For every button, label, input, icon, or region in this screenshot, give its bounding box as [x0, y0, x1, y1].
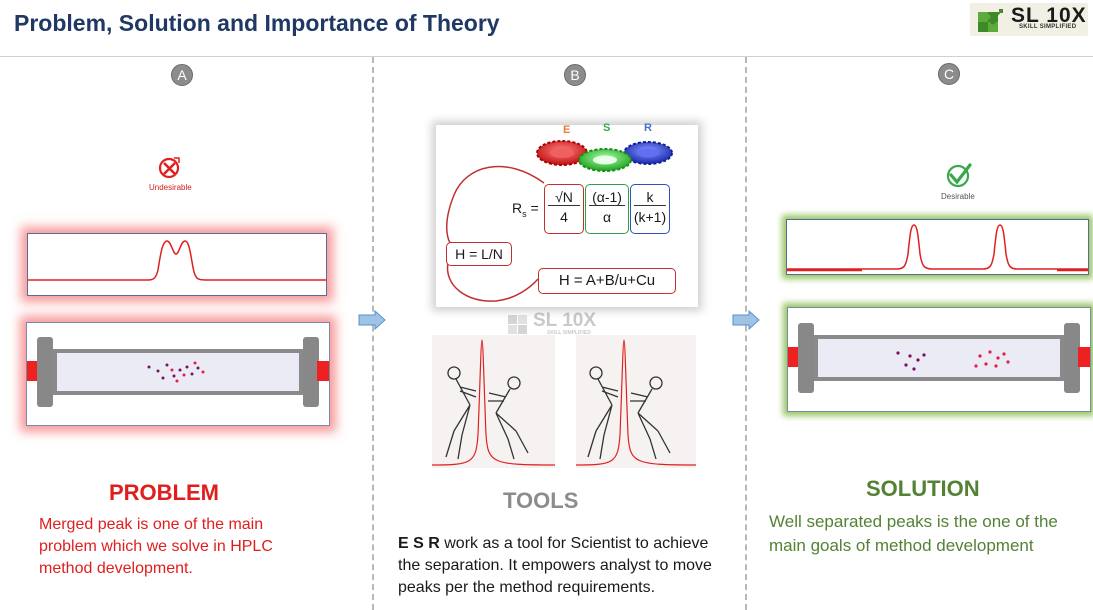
retention-numerator: k [634, 189, 666, 206]
van-deemter-equation: H = A+B/u+Cu [538, 268, 676, 294]
retention-term: k (k+1) [630, 184, 670, 234]
analyte-dots-group-2 [974, 350, 1010, 368]
watermark-puzzle-icon [508, 315, 527, 334]
problem-description: Merged peak is one of the main problem w… [39, 514, 273, 580]
watermark-text: SL 10X [533, 310, 597, 331]
letter-s: S [603, 122, 611, 134]
solution-line: main goals of method development [769, 536, 1034, 555]
letter-e: E [563, 124, 571, 136]
pushing-figures-left [431, 335, 556, 468]
page-title: Problem, Solution and Importance of Theo… [14, 10, 500, 36]
merged-peak-trace [28, 240, 326, 281]
esr-equation-panel: E S R Rs = √N 4 (α-1) α k (k+1) H = L/N … [436, 122, 698, 307]
problem-heading: PROBLEM [109, 480, 219, 505]
selectivity-term: (α-1) α [585, 184, 629, 234]
letter-r: R [644, 122, 652, 134]
logo-subtitle: SKILL SIMPLIFIED [1019, 24, 1077, 30]
analyte-dots-merged [147, 363, 200, 380]
rs-symbol: Rs = [512, 200, 539, 219]
selectivity-denominator: α [602, 209, 612, 225]
stick-figures-left [445, 366, 529, 460]
peak-left-trace [431, 339, 556, 466]
divider-right [745, 57, 747, 610]
tools-description: E S R work as a tool for Scientist to ac… [398, 533, 712, 599]
problem-line: Merged peak is one of the main [39, 516, 264, 533]
solution-description: Well separated peaks is the one of the m… [769, 510, 1058, 558]
rs-subscript: s [522, 208, 527, 219]
efficiency-numerator: √N [548, 189, 580, 206]
brand-logo: SL 10X SKILL SIMPLIFIED [970, 3, 1088, 36]
solution-line: Well separated peaks is the one of the [769, 512, 1058, 531]
tools-line: peaks per the method requirements. [398, 579, 656, 596]
retention-denominator: (k+1) [633, 209, 667, 225]
pushing-figures-right [575, 335, 697, 468]
selectivity-numerator: (α-1) [589, 189, 625, 206]
arrow-right-icon [358, 310, 386, 330]
separated-peaks-trace [787, 224, 1088, 270]
separated-chromatogram [786, 219, 1089, 275]
tools-heading: TOOLS [503, 488, 579, 513]
header-divider [0, 56, 1093, 57]
divider-left [372, 57, 374, 610]
panel-b-badge: B [564, 64, 586, 86]
problem-line: problem which we solve in HPLC [39, 538, 273, 555]
esr-gears-icon [536, 140, 673, 172]
hplc-column-separated [787, 307, 1091, 412]
merged-chromatogram [27, 233, 327, 296]
puzzle-logo-icon [978, 9, 1003, 32]
status-desirable: Desirable [941, 192, 975, 201]
analyte-dots-group-1 [896, 351, 926, 371]
panel-a-badge: A [171, 64, 193, 86]
rs-equals: = [530, 200, 539, 216]
status-undesirable: Undesirable [149, 183, 192, 192]
check-circle-icon [946, 163, 972, 188]
arrow-right-icon [732, 310, 760, 330]
logo-text: SL 10X [1011, 4, 1087, 27]
equation-link-loop [446, 165, 545, 302]
efficiency-term: √N 4 [544, 184, 584, 234]
hplc-column-merged [26, 322, 330, 426]
plate-height-equation: H = L/N [446, 242, 512, 266]
tools-line: work as a tool for Scientist to achieve [439, 535, 709, 552]
rs-letter: R [512, 200, 523, 216]
esr-bold-term: E S R [398, 535, 440, 552]
stick-figures-right [587, 366, 671, 460]
solution-heading: SOLUTION [866, 476, 980, 501]
problem-line: method development. [39, 560, 193, 577]
cross-circle-icon [158, 157, 180, 179]
efficiency-denominator: 4 [560, 209, 568, 225]
watermark-subtitle: SKILL SIMPLIFIED [547, 330, 591, 336]
panel-c-badge: C [938, 63, 960, 85]
peak-right-trace [575, 339, 697, 466]
tools-line: the separation. It empowers analyst to m… [398, 557, 712, 574]
